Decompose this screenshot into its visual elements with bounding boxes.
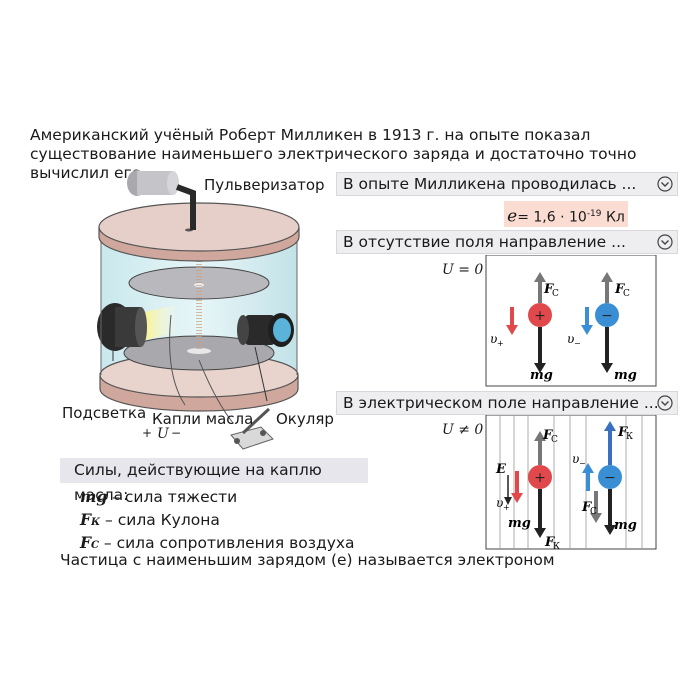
fc-sub: C [552,289,559,299]
minus-sign: − [601,308,613,324]
charge-symbol: e [507,206,518,227]
vplus-label: υ [490,332,497,346]
force-text: – сила сопротивления воздуха [98,534,355,552]
fk-sub: К [553,542,560,550]
plus-sign: + [534,470,546,486]
vplus-sub: + [503,503,510,512]
vminus-label: υ [572,452,579,466]
force-symbol: F [80,533,92,552]
fc-label: F [614,282,625,297]
chevron-down-icon [657,395,673,411]
force-sub: К [91,517,101,528]
fk-label: F [617,425,628,440]
mg-label: mg [508,516,531,531]
charge-unit: Кл [601,209,625,226]
force-drag: FС – сила сопротивления воздуха [80,533,355,552]
force-coulomb: FК – сила Кулона [80,510,220,529]
negative-drop [595,303,619,327]
condition-no-field: U = 0 [442,262,484,278]
positive-drop [528,465,552,489]
vplus-label: υ [496,496,503,510]
fc-sub: C [551,435,558,445]
voltage-minus: − [171,426,182,440]
closing-text: Частица с наименьшим зарядом (e) называе… [60,551,555,569]
lamp [97,303,147,351]
fc-label: F [542,428,553,443]
field-lines [499,415,643,549]
chevron-down-icon [657,234,673,250]
fc-sub: C [623,289,630,299]
mg-label: mg [614,368,637,383]
forces-header: Силы, действующие на каплю масла: [60,458,368,504]
fk-label: F [544,535,555,550]
force-symbol: mg [80,487,108,506]
fc-sub: C [590,507,597,517]
force-sub: С [91,540,99,551]
voltage-u: U [157,426,169,442]
light-beam [140,305,175,341]
force-symbol: F [80,510,92,529]
intro-text: Американский учёный Роберт Милликен в 19… [30,126,637,182]
dropdown-with-field-label: В электрическом поле направление ... [343,394,659,412]
dropdown-no-field[interactable]: В отсутствие поля направление ... [336,230,678,254]
sprayer-label: Пульверизатор [204,176,325,194]
mg-label: mg [614,518,637,533]
mg-label: mg [530,368,553,383]
dropdown-no-field-label: В отсутствие поля направление ... [343,233,626,251]
minus-sign: − [604,470,616,486]
plus-sign: + [534,308,546,324]
e-label: E [495,462,507,477]
vminus-sub: − [579,459,586,468]
force-text: – сила тяжести [107,488,238,506]
fc-label: F [581,500,592,515]
switch [230,407,274,450]
dropdown-experiment-label: В опыте Милликена проводилась ... [343,175,637,193]
force-text: – сила Кулона [100,511,220,529]
charge-exponent: -19 [586,209,602,219]
dropdown-experiment[interactable]: В опыте Милликена проводилась ... [336,172,678,196]
force-gravity: mg – сила тяжести [80,487,237,506]
panel-no-field: + F C mg υ + − F C mg υ − [485,255,657,387]
vminus-sub: − [574,339,581,348]
drops-label: Капли масла [152,410,254,428]
vplus-sub: + [497,339,504,348]
chevron-down-icon [657,176,673,192]
eyepiece-label: Окуляр [276,410,334,428]
top-lid [98,202,300,252]
positive-drop [528,303,552,327]
vminus-label: υ [567,332,574,346]
dropdown-with-field[interactable]: В электрическом поле направление ... [336,391,678,415]
voltage-plus: + [142,426,153,440]
charge-number: = 1,6 · 10 [517,209,587,226]
eyepiece [237,313,294,347]
panel-with-field: E + F C mg F К υ + − F К F C mg υ − [485,415,657,550]
fc-label: F [543,282,554,297]
millikan-apparatus [97,170,300,450]
fk-sub: К [626,432,633,442]
negative-drop [598,465,622,489]
condition-with-field: U ≠ 0 [442,422,484,438]
charge-value: e= 1,6 · 10-19 Кл [504,201,628,227]
light-label: Подсветка [62,404,147,422]
sprayer [127,170,196,230]
